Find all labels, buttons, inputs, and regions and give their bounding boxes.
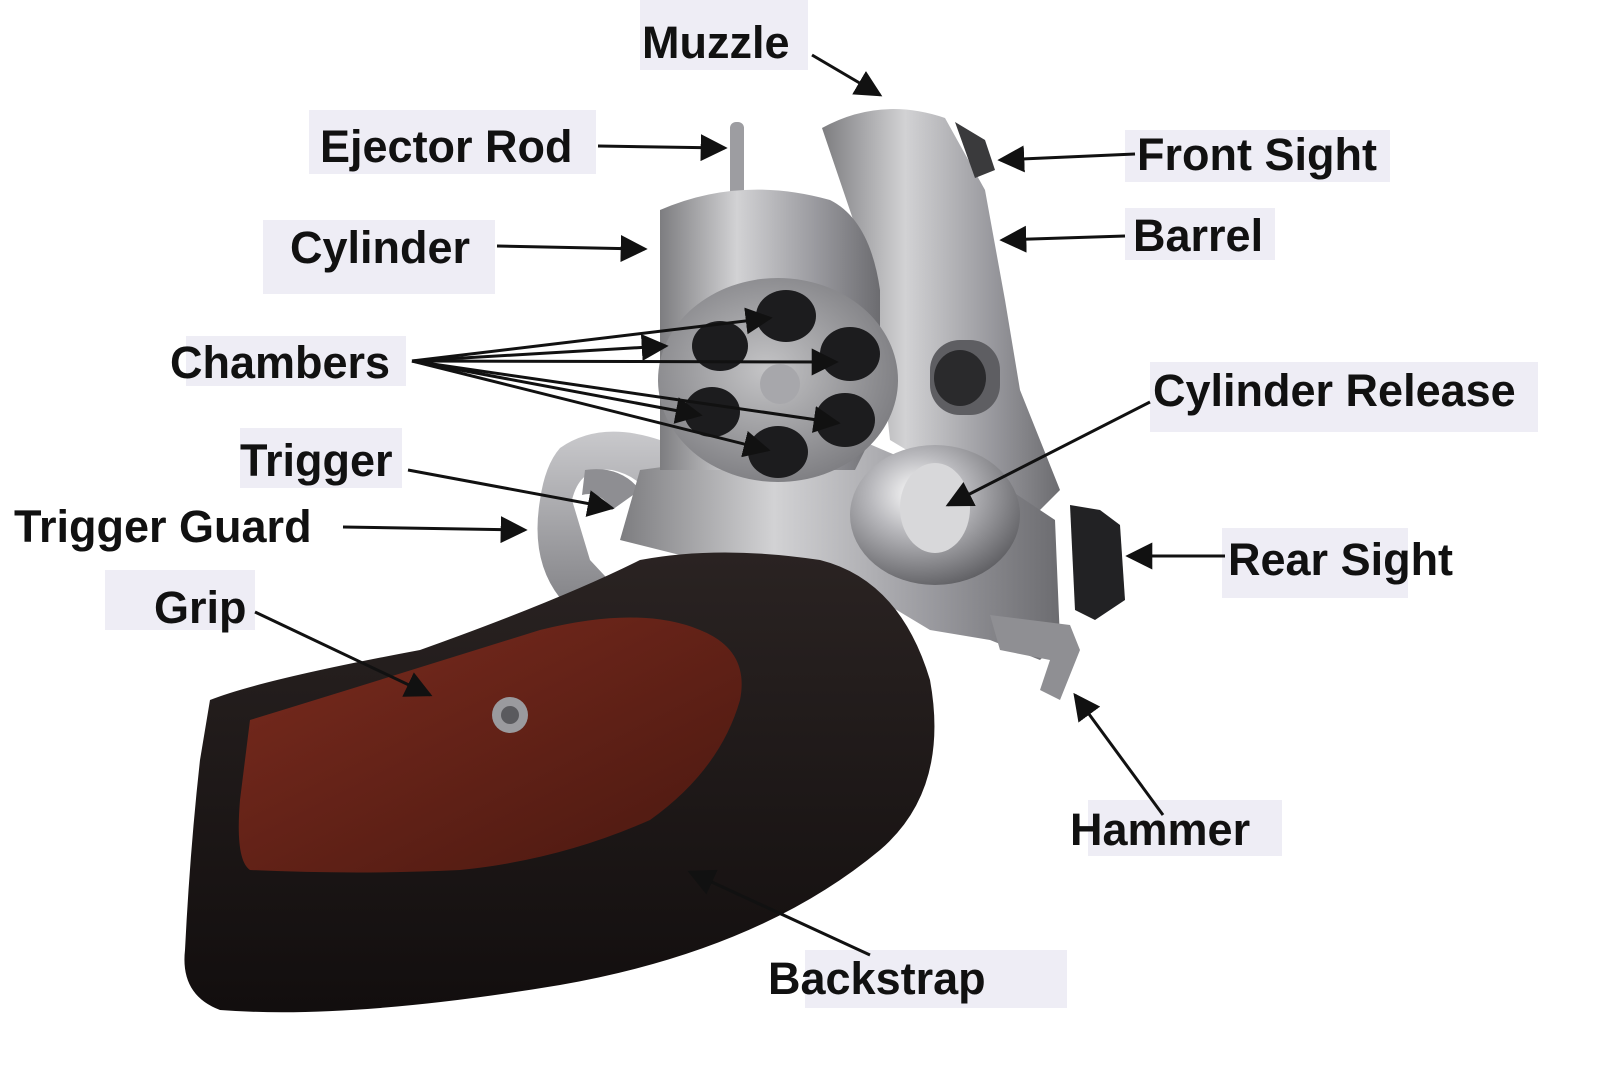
front-sight-shape	[955, 122, 995, 178]
barrel-arrow	[999, 225, 1126, 253]
label-pad	[263, 220, 495, 294]
front-sight-arrow	[997, 145, 1136, 173]
chambers-arrow-4	[411, 359, 703, 424]
chambers-arrow-3	[411, 348, 839, 376]
hammer-shape	[990, 615, 1080, 700]
label-pad	[309, 110, 596, 174]
ejector-rod-arrow	[597, 134, 728, 162]
label-barrel: Barrel	[1133, 210, 1264, 261]
ejector-rod-shape	[730, 122, 744, 212]
label-backstrap: Backstrap	[768, 953, 986, 1004]
label-pad	[105, 570, 255, 630]
label-hammer: Hammer	[1070, 804, 1251, 855]
label-front-sight: Front Sight	[1137, 129, 1377, 180]
chambers-arrow-2	[411, 333, 669, 363]
chambers-arrow-1	[411, 307, 773, 363]
trigger-arrow	[407, 468, 615, 517]
grip-arrow	[254, 610, 433, 697]
chamber-2	[692, 321, 748, 371]
ratchet-center	[760, 364, 800, 404]
label-rear-sight: Rear Sight	[1228, 534, 1454, 585]
label-trigger: Trigger	[240, 435, 393, 486]
label-pad	[805, 950, 1067, 1008]
barrel-shape	[822, 109, 1060, 510]
trigger-guard-arrow	[342, 516, 528, 544]
label-cylinder: Cylinder	[290, 222, 471, 273]
hammer-arrow	[1073, 692, 1165, 816]
cylinder-release-arrow	[945, 400, 1151, 507]
label-pad	[1125, 130, 1390, 182]
label-chambers: Chambers	[170, 337, 391, 388]
muzzle-arrow	[811, 53, 883, 97]
chambers-arrow-5	[411, 359, 841, 433]
label-cylinder-release: Cylinder Release	[1153, 365, 1516, 416]
label-pad	[640, 0, 808, 70]
rear-sight-shape	[1070, 505, 1125, 620]
label-pad	[1088, 800, 1282, 856]
label-ejector-rod: Ejector Rod	[320, 121, 573, 172]
chambers-arrow-6	[411, 359, 771, 458]
grip-wood-panel	[238, 617, 742, 873]
trigger-shape	[582, 469, 640, 510]
cylinder-arrow	[496, 235, 648, 263]
label-pad	[1150, 362, 1538, 432]
label-pad	[186, 336, 406, 386]
backstrap-arrow	[687, 869, 871, 957]
muzzle-bore	[934, 350, 986, 406]
label-muzzle: Muzzle	[642, 17, 790, 68]
label-pad	[240, 428, 402, 488]
label-pad	[1125, 208, 1275, 260]
label-pad	[1222, 528, 1408, 598]
label-trigger-guard: Trigger Guard	[14, 501, 312, 552]
label-grip: Grip	[154, 582, 247, 633]
